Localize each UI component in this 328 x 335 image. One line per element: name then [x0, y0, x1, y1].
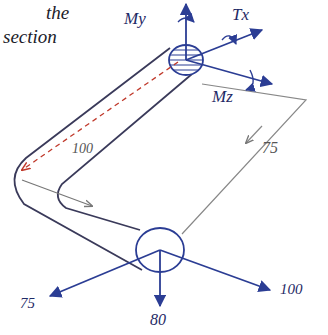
- tx-axis: [186, 30, 262, 60]
- dimension-arrow: [22, 180, 92, 206]
- lever-arm: [22, 62, 178, 170]
- note-text: the: [46, 3, 69, 22]
- dimension-line: [182, 84, 306, 234]
- moment-curl: [222, 36, 236, 44]
- moment-label: My: [124, 10, 146, 27]
- load-value: 100: [280, 282, 303, 297]
- mz-axis: [186, 60, 272, 84]
- load-arrow: [50, 250, 160, 296]
- torque-label: Tx: [232, 6, 249, 23]
- moment-label: Mz: [212, 88, 233, 105]
- note-text: section: [3, 27, 57, 46]
- dimension-label: 100: [72, 142, 93, 156]
- load-arrow: [159, 250, 161, 306]
- my-axis: [185, 4, 187, 60]
- load-value: 75: [20, 296, 35, 311]
- moment-curl: [246, 70, 253, 90]
- dimension-label: 75: [262, 140, 278, 156]
- dimension-arrow: [246, 126, 262, 143]
- moment-curl: [178, 18, 194, 22]
- load-arrow: [160, 250, 270, 290]
- load-value: 80: [150, 312, 166, 328]
- pipe-inner-edge: [58, 74, 192, 230]
